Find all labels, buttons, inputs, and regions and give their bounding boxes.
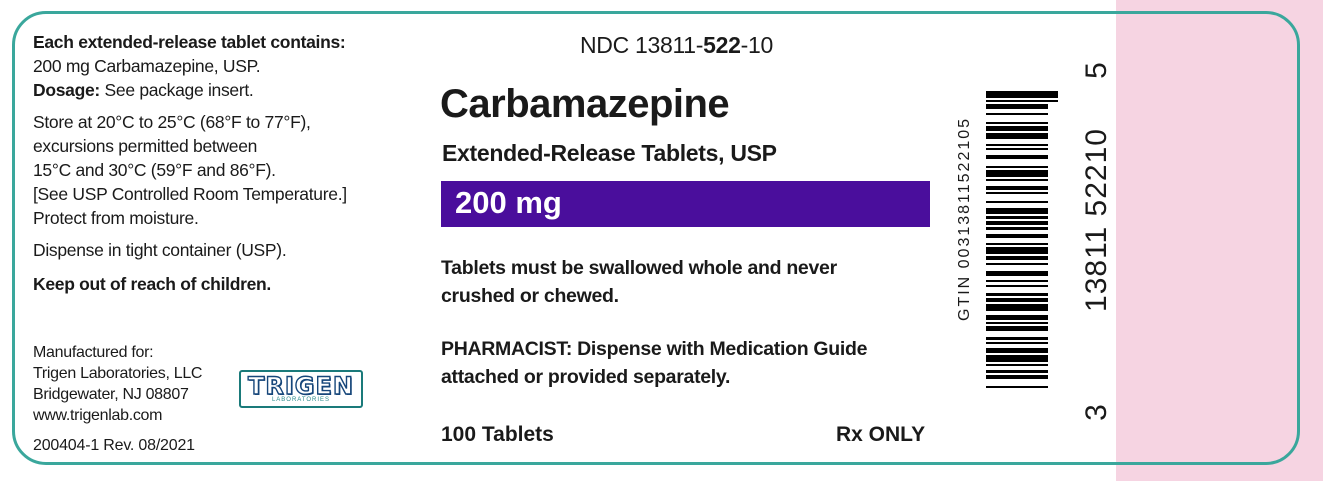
barcode-bar [986, 284, 1048, 287]
barcode-bar [986, 154, 1048, 160]
pharmacist-line: attached or provided separately. [441, 366, 731, 388]
contains-value: 200 mg Carbamazepine, USP. [33, 56, 261, 76]
barcode-bar [986, 370, 1048, 373]
trigen-logo: TRIGEN LABORATORIES [239, 370, 363, 408]
barcode-bar [986, 322, 1048, 325]
pink-edge-strip [1116, 0, 1323, 481]
manufacturer-website: www.trigenlab.com [33, 407, 163, 424]
barcode-main-digits: 13811 52210 [1080, 128, 1113, 312]
ndc-number: NDC 13811-522-10 [580, 32, 773, 59]
barcode-bar [986, 262, 1048, 265]
ndc-suffix: -10 [740, 32, 774, 58]
barcode-bar [986, 192, 1048, 195]
storage-block: Store at 20°C to 25°C (68°F to 77°F), ex… [33, 110, 433, 230]
manufacturer-line: Bridgewater, NJ 08807 [33, 386, 189, 403]
barcode-bar [986, 113, 1048, 116]
storage-line: [See USP Controlled Room Temperature.] [33, 184, 347, 204]
barcode-bar [986, 179, 1048, 182]
pharmacist-line: PHARMACIST: Dispense with Medication Gui… [441, 338, 868, 360]
barcode-bar [986, 148, 1048, 151]
storage-line: Store at 20°C to 25°C (68°F to 77°F), [33, 112, 311, 132]
dosage-line: Dosage: See package insert. [33, 78, 433, 102]
barcode-bar [986, 201, 1048, 204]
barcode-bar [986, 297, 1048, 303]
storage-line: excursions permitted between [33, 136, 258, 156]
dosage-text: See package insert. [99, 80, 254, 100]
keep-out-warning: Keep out of reach of children. [33, 274, 271, 294]
barcode-bar [986, 170, 1048, 177]
label-border [12, 11, 1300, 465]
barcode-bar [986, 207, 1048, 215]
warning-line: crushed or chewed. [441, 285, 619, 307]
drug-name: Carbamazepine [440, 82, 730, 126]
storage-line: Protect from moisture. [33, 208, 199, 228]
label-code-revision: 200404-1 Rev. 08/2021 [33, 437, 195, 454]
barcode-bar [986, 293, 1048, 296]
barcode-first-digit: 3 [1080, 403, 1113, 421]
pharmacist-note: PHARMACIST: Dispense with Medication Gui… [441, 335, 931, 391]
barcode-bar [986, 304, 1048, 311]
barcode-bar [986, 256, 1048, 261]
barcode-bar [986, 143, 1048, 146]
left-info-panel: Each extended-release tablet contains: 2… [33, 30, 433, 296]
barcode-bar [986, 385, 1048, 388]
warning-line: Tablets must be swallowed whole and neve… [441, 257, 837, 279]
barcode-bar [986, 355, 1048, 362]
barcode-area: GTIN 00313811522105 13811 52210 3 5 [948, 45, 1113, 440]
dosage-label: Dosage: [33, 80, 100, 100]
barcode-bar [986, 363, 1048, 366]
barcode-bar [986, 348, 1048, 353]
drug-form: Extended-Release Tablets, USP [442, 140, 777, 166]
barcode-bar [986, 242, 1048, 245]
barcode-bar [986, 104, 1048, 109]
barcode-bar [986, 126, 1048, 131]
barcode-bar [986, 271, 1048, 276]
barcode-bar [986, 121, 1048, 124]
contains-heading: Each extended-release tablet contains: [33, 32, 346, 52]
tablet-count: 100 Tablets [441, 423, 554, 446]
barcode-bar [986, 227, 1048, 230]
barcode-bar [986, 337, 1048, 340]
logo-subtext: LABORATORIES [271, 397, 331, 403]
logo-word: TRIGEN [247, 371, 354, 400]
barcode-bar [986, 165, 1048, 168]
gtin-text: GTIN 00313811522105 [956, 116, 973, 321]
manufacturer-line: Trigen Laboratories, LLC [33, 365, 203, 382]
barcode-bar [986, 91, 1058, 98]
barcode-bar [986, 99, 1058, 102]
rx-only: Rx ONLY [836, 423, 926, 446]
barcode-bar [986, 247, 1048, 254]
ndc-product-code: 522 [703, 32, 741, 58]
barcode-bar [986, 280, 1048, 283]
manufacturer-block: Manufactured for: Trigen Laboratories, L… [33, 342, 203, 426]
strength-banner: 200 mg [441, 181, 930, 227]
barcode-check-digit: 5 [1080, 61, 1113, 79]
barcode-bar [986, 315, 1048, 320]
strength-text: 200 mg [455, 185, 562, 220]
barcode-bar [986, 220, 1048, 226]
manufacturer-line: Manufactured for: [33, 344, 154, 361]
barcode-bar [986, 132, 1048, 140]
barcode-bar [986, 374, 1048, 380]
barcode-bar [986, 185, 1048, 190]
barcode-bar [986, 234, 1048, 239]
storage-line: 15°C and 30°C (59°F and 86°F). [33, 160, 276, 180]
ndc-prefix: NDC 13811- [580, 32, 704, 58]
dispense-text: Dispense in tight container (USP). [33, 240, 287, 260]
barcode-bar [986, 326, 1048, 331]
swallow-warning: Tablets must be swallowed whole and neve… [441, 254, 931, 310]
barcode-bar [986, 341, 1048, 344]
barcode-bar [986, 216, 1048, 219]
